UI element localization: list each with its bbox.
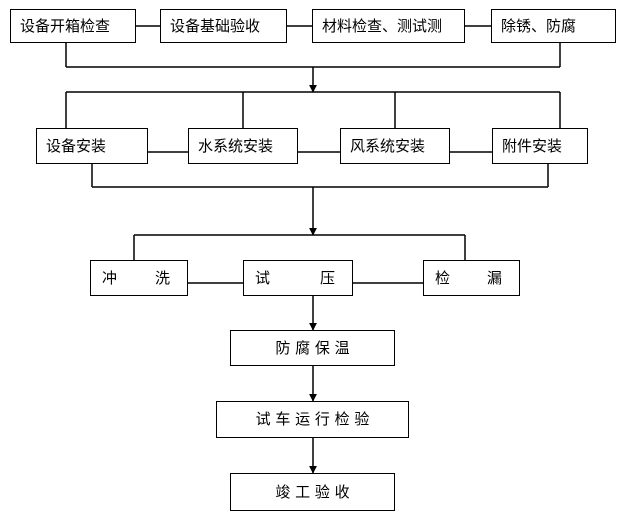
anticorrosion-insulation-box: 防 腐 保 温 [230, 330, 395, 366]
leak-check-char-2: 漏 [486, 268, 502, 287]
air-system-installation-box: 风系统安装 [340, 128, 450, 164]
material-inspection-testing-box: 材料检查、测试测 [312, 9, 465, 43]
equipment-foundation-acceptance-box: 设备基础验收 [160, 9, 287, 43]
pressure-test-char-1: 试 [255, 268, 271, 287]
leak-check-box: 检 漏 [423, 260, 520, 296]
completion-acceptance-box: 竣 工 验 收 [230, 473, 395, 511]
flushing-char-1: 冲 [102, 268, 118, 287]
equipment-installation-box: 设备安装 [36, 128, 148, 164]
flushing-box: 冲 洗 [90, 260, 188, 296]
water-system-installation-box: 水系统安装 [188, 128, 298, 164]
trial-run-inspection-box: 试 车 运 行 检 验 [216, 401, 409, 438]
derusting-anticorrosion-box: 除锈、防腐 [491, 9, 616, 43]
accessory-installation-box: 附件安装 [492, 128, 588, 164]
flushing-char-2: 洗 [154, 268, 170, 287]
equipment-unpacking-inspection-box: 设备开箱检查 [10, 9, 136, 43]
pressure-test-char-2: 压 [319, 268, 335, 287]
pressure-test-box: 试 压 [243, 260, 353, 296]
leak-check-char-1: 检 [435, 268, 451, 287]
